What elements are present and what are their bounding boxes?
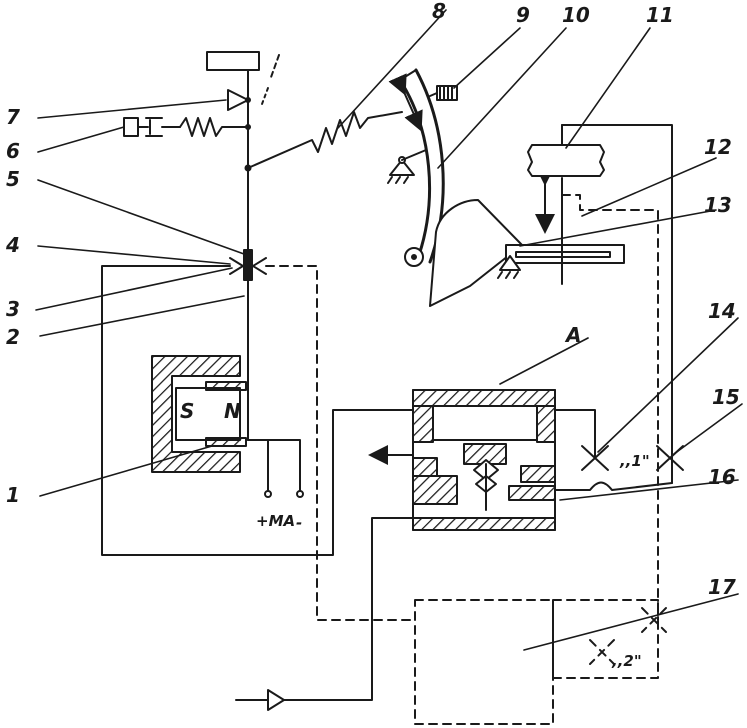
leader-lines — [35, 9, 743, 651]
magnet-north: N — [224, 399, 241, 423]
terminal-plus: +MA — [256, 512, 295, 530]
label-15: 15 — [712, 385, 740, 409]
cam-sector — [429, 166, 625, 307]
bellows — [527, 124, 605, 177]
lower-unit — [414, 599, 667, 725]
label-9: 9 — [516, 3, 530, 27]
supply-line — [235, 517, 414, 711]
label-16: 16 — [708, 465, 736, 489]
label-17: 17 — [708, 575, 736, 599]
magnet-block — [151, 355, 304, 498]
label-5: 5 — [6, 167, 20, 191]
label-10: 10 — [562, 3, 590, 27]
feedback-spring — [244, 111, 403, 172]
damper-spring — [123, 117, 251, 137]
label-7: 7 — [6, 105, 20, 129]
inline-text: S N +MA - ,,1" ,,2" — [180, 399, 650, 670]
nozzle-2-label: ,,2" — [611, 652, 642, 670]
label-3: 3 — [6, 297, 20, 321]
label-6: 6 — [6, 139, 20, 163]
pneumatic-relay — [368, 389, 673, 531]
terminal-minus: - — [296, 514, 302, 532]
flapper-nozzle — [101, 249, 416, 621]
label-8: 8 — [432, 0, 446, 23]
label-13: 13 — [704, 193, 732, 217]
magnet-south: S — [180, 399, 194, 423]
beam-pivot — [227, 89, 251, 111]
label-14: 14 — [708, 299, 736, 323]
bellows-line — [561, 124, 673, 621]
label-A: A — [564, 323, 581, 347]
label-11: 11 — [646, 3, 674, 27]
label-4: 4 — [5, 233, 20, 257]
callout-labels: 7 6 5 4 3 2 1 8 9 10 11 12 13 14 15 16 1… — [5, 0, 740, 599]
label-2: 2 — [6, 325, 20, 349]
label-1: 1 — [6, 483, 20, 507]
nozzle-1-label: ,,1" — [619, 452, 650, 470]
label-12: 12 — [704, 135, 732, 159]
